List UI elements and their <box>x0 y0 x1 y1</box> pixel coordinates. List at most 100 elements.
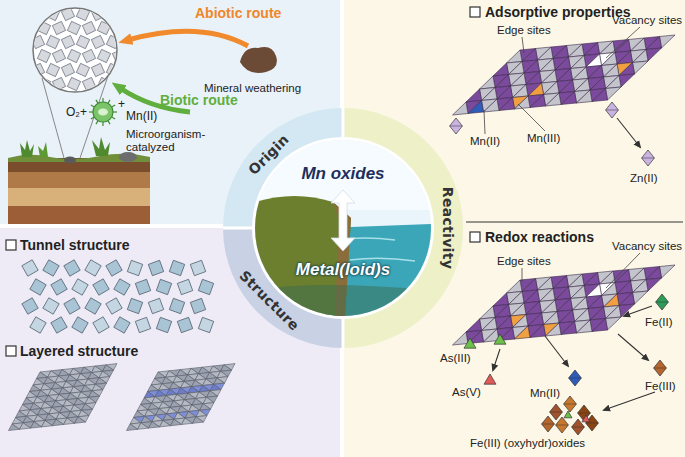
fe-oxide-octahedron <box>542 424 555 425</box>
tunnel-octahedron <box>72 279 88 295</box>
mn-octahedron <box>495 305 511 318</box>
fe-oxide-octahedron <box>556 417 569 433</box>
tunnel-octahedron <box>148 298 163 313</box>
mn-octahedron <box>540 289 556 302</box>
mn-octahedron <box>557 299 573 312</box>
checkbox-symbol <box>6 240 16 250</box>
mn-octahedron <box>468 101 484 114</box>
zn-octahedron <box>642 158 655 159</box>
layer-octahedron <box>20 423 31 430</box>
tunnel-octahedron <box>148 260 163 275</box>
mn-octahedron <box>633 61 649 74</box>
mn-octahedron <box>546 93 562 106</box>
crystal-octahedron <box>46 7 59 20</box>
crystal-octahedron <box>31 7 44 20</box>
crystal-octahedron <box>97 77 110 90</box>
mn-octahedron <box>575 79 591 92</box>
mn-octahedron <box>524 290 540 303</box>
mn-octahedron <box>619 74 635 87</box>
mn-octahedron <box>569 378 582 379</box>
crystal-octahedron <box>31 63 44 76</box>
crystal-octahedron <box>67 77 80 90</box>
decor-shape <box>38 142 48 157</box>
tunnel-octahedron <box>169 298 184 313</box>
mn-octahedron <box>493 293 509 306</box>
as-tetrahedron <box>564 411 572 418</box>
decor-shape <box>342 108 345 142</box>
mn-octahedron <box>546 323 562 336</box>
crystal-octahedron <box>67 21 80 34</box>
mn-octahedron <box>633 291 649 304</box>
mineral-rock <box>240 47 277 73</box>
fe-oxide-octahedron <box>586 423 599 424</box>
sorption-arrow <box>624 306 652 316</box>
zn-octahedron <box>642 150 655 166</box>
mn-octahedron <box>524 60 540 73</box>
microbe-cell <box>98 109 108 116</box>
mn-octahedron <box>619 293 635 306</box>
decor-shape <box>255 285 431 316</box>
crystal-octahedron <box>46 35 59 48</box>
tunnel-octahedron <box>114 279 130 295</box>
microbe-pilus <box>91 117 94 119</box>
site-label: Vacancy sites <box>612 14 682 27</box>
leader-line <box>522 268 523 282</box>
tunnel-octahedron <box>190 260 205 275</box>
mn-octahedron <box>540 59 556 72</box>
tunnel-octahedron <box>64 260 80 276</box>
mn-octahedron <box>586 284 602 297</box>
leader-line <box>606 27 640 58</box>
crystal-closeup <box>31 7 125 90</box>
decor-shape <box>119 152 137 162</box>
mn-octahedron <box>571 56 587 69</box>
checkbox-symbol <box>470 7 480 17</box>
layer-octahedron <box>171 419 182 426</box>
panel-divider <box>466 222 683 223</box>
decor-shape <box>8 172 150 188</box>
mn-octahedron <box>530 325 546 338</box>
mn-octahedron <box>617 281 633 294</box>
decor-shape <box>92 137 110 156</box>
crystal-octahedron <box>106 35 119 48</box>
tunnel-octahedron <box>51 317 67 333</box>
crystal-octahedron <box>37 49 50 62</box>
species-label: O₂+ <box>66 106 87 120</box>
species-label: Mn(II) <box>126 110 157 124</box>
mn-octahedron <box>526 302 542 315</box>
mn-octahedron <box>538 47 554 60</box>
crystal-octahedron <box>61 63 74 76</box>
crystal-octahedron <box>91 7 104 20</box>
route-label: Biotic route <box>160 92 238 108</box>
as-tetrahedron <box>582 415 590 422</box>
mn-octahedron <box>573 297 589 310</box>
mn-octahedron <box>631 268 647 281</box>
mn-octahedron <box>509 292 525 305</box>
leader-line <box>518 104 545 131</box>
fe-oxide-octahedron <box>572 427 585 428</box>
theme-label: Reactivity <box>439 187 454 269</box>
mn-octahedron <box>584 43 600 56</box>
mn-octahedron <box>577 90 593 103</box>
leader-line <box>522 37 524 53</box>
layer-octahedron <box>149 422 160 429</box>
mn-octahedron <box>499 98 515 111</box>
decor-shape <box>331 190 355 251</box>
mn-octahedron <box>584 273 600 286</box>
microbe-pilus <box>108 121 110 124</box>
layer-octahedron <box>75 417 86 424</box>
mn-octahedron <box>497 316 513 329</box>
tunnel-octahedron <box>156 279 171 294</box>
tunnel-octahedron <box>135 317 150 332</box>
mn-octahedron <box>544 82 560 95</box>
crystal-octahedron <box>52 21 65 34</box>
mn-octahedron <box>482 88 498 101</box>
mn-octahedron <box>590 77 606 90</box>
crystal-octahedron <box>31 35 44 48</box>
decor-shape <box>223 227 257 230</box>
mn-octahedron <box>606 87 622 100</box>
crystal-octahedron <box>67 49 80 62</box>
tunnel-octahedron <box>22 298 38 314</box>
species-label: Fe(III) <box>645 380 676 393</box>
mn-octahedron <box>522 49 538 62</box>
tunnel-octahedron <box>51 279 67 295</box>
